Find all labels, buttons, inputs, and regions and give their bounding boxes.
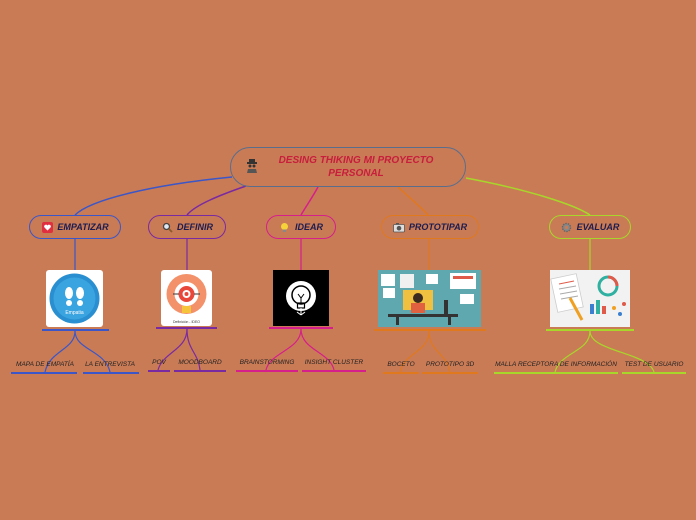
branch-label: EVALUAR (576, 222, 620, 232)
leaf-insight-cluster[interactable]: INSIGHT CLUSTER (304, 359, 364, 366)
link-evaluar (465, 177, 591, 216)
leaf-prototipo-3d[interactable]: PROTOTIPO 3D (425, 361, 475, 368)
heart-icon (41, 221, 53, 233)
empathy-image-label: Empatia (65, 310, 84, 316)
leaf-underline (11, 372, 77, 374)
leaf-underline (494, 372, 618, 374)
definition-image-label: Definición - IDEO (173, 320, 200, 324)
link-idear (300, 186, 319, 216)
leaf-underline (302, 370, 366, 372)
link-prototipar (397, 186, 429, 216)
branch-label: EMPATIZAR (57, 222, 109, 232)
leaf-underline (422, 372, 478, 374)
leaf-boceto[interactable]: BOCETO (387, 361, 415, 368)
evaluation-image (550, 270, 630, 327)
branch-label: PROTOTIPAR (408, 222, 468, 232)
link-empatizar (74, 176, 233, 216)
definition-image: Definición - IDEO (161, 270, 212, 326)
branch-prototipar[interactable]: PROTOTIPAR (381, 215, 479, 239)
leaf-brainstorming[interactable]: BRAINSTORMING (239, 359, 295, 366)
branch-evaluar[interactable]: EVALUAR (549, 215, 631, 239)
leaf-underline (236, 370, 298, 372)
branch-label: IDEAR (294, 222, 323, 232)
leaf-moodboard[interactable]: MOODBOARD (178, 359, 222, 366)
leaf-mapa-de-empatia[interactable]: MAPA DE EMPATÍA (16, 361, 74, 368)
prototype-desk-image (378, 270, 481, 327)
camera-icon (393, 221, 405, 233)
spy-icon (245, 159, 259, 178)
branch-definir[interactable]: DEFINIR (148, 215, 226, 239)
link-definir (186, 185, 247, 216)
gear-icon (561, 221, 573, 233)
branch-idear[interactable]: IDEAR (266, 215, 336, 239)
central-title: DESING THIKING MI PROYECTO PERSONAL (278, 155, 434, 179)
leaf-underline (148, 370, 170, 372)
leaf-la-entrevista[interactable]: LA ENTREVISTA (85, 361, 135, 368)
leaf-pov[interactable]: POV (152, 359, 166, 366)
magnifier-icon (161, 221, 173, 233)
empathy-image: Empatia (46, 270, 103, 327)
leaf-underline (622, 372, 686, 374)
leaf-underline (83, 372, 139, 374)
idea-bulb-image (273, 270, 329, 326)
lightbulb-icon (279, 221, 291, 233)
leaf-test-de-usuario[interactable]: TEST DE USUARIO (624, 361, 684, 368)
central-topic[interactable]: DESING THIKING MI PROYECTO PERSONAL (230, 147, 466, 187)
branch-empatizar[interactable]: EMPATIZAR (29, 215, 121, 239)
leaf-malla-receptora[interactable]: MALLA RECEPTORA DE INFORMACIÓN (495, 361, 617, 368)
leaf-underline (174, 370, 226, 372)
branch-label: DEFINIR (177, 222, 213, 232)
leaf-underline (383, 372, 419, 374)
